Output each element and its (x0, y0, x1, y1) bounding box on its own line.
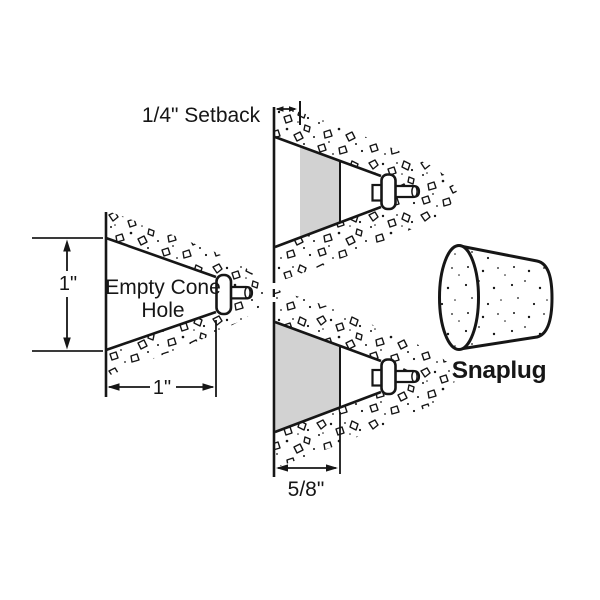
hole-depth-dimension: 1" (107, 320, 217, 399)
tie-rod-end (244, 286, 251, 299)
tie-rod-end (411, 185, 418, 198)
empty-cone-hole-diagram: Empty Cone Hole 1" 1" (32, 210, 268, 399)
snaplug-illustration: Snaplug (438, 244, 554, 384)
tie-cone-capsule (215, 273, 233, 316)
tie-cone-capsule (380, 173, 397, 211)
flush-plug-diagram: 5/8" (272, 289, 457, 501)
empty-cone-hole-label-line1: Empty Cone (105, 276, 221, 299)
arrowheads (107, 383, 215, 391)
snaplug-body (458, 244, 554, 351)
tie-rod (392, 369, 421, 384)
concrete-texture (275, 104, 457, 283)
snaplug-large-end (438, 244, 480, 351)
arrowheads (63, 239, 71, 350)
hole-depth-value: 1" (153, 377, 171, 399)
cone-edges (274, 320, 382, 434)
plug-depth-value: 5/8" (288, 478, 325, 501)
hole-height-value: 1" (59, 273, 77, 295)
cone-edges (274, 135, 382, 249)
plug-depth-dimension: 5/8" (276, 412, 341, 501)
setback-dimension (275, 101, 301, 125)
tie-cone-capsule (380, 358, 397, 396)
setback-plug-diagram: 1/4" Setback (142, 101, 457, 297)
setback-label: 1/4" Setback (142, 104, 261, 127)
tie-rod (392, 184, 421, 199)
tie-rod-end (411, 370, 418, 383)
concrete-texture (275, 289, 457, 468)
empty-cone-hole-label-line2: Hole (141, 299, 184, 322)
snaplug-label: Snaplug (452, 357, 547, 384)
hole-height-dimension: 1" (32, 237, 103, 352)
snaplug-in-hole-shaded (275, 322, 340, 432)
arrowheads (275, 106, 297, 112)
cone-edges (105, 236, 217, 352)
reference-lines (32, 237, 103, 352)
snaplug-in-hole-shaded (300, 146, 340, 238)
